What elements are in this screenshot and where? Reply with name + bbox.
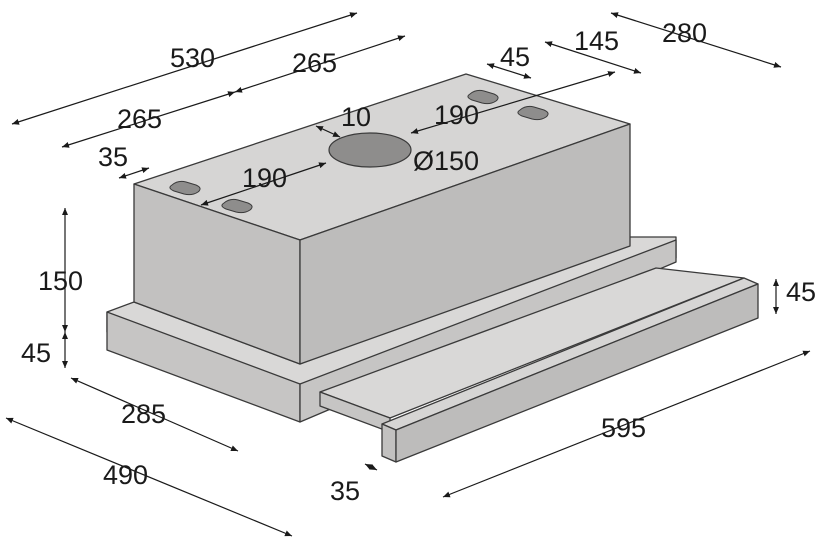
label-265-right: 265 bbox=[292, 48, 337, 78]
label-595: 595 bbox=[601, 413, 646, 443]
label-35-drawer: 35 bbox=[330, 476, 360, 506]
dim-line-190-front bbox=[200, 162, 327, 206]
label-45-rear: 45 bbox=[500, 42, 530, 72]
label-35-side: 35 bbox=[98, 142, 128, 172]
mount-slot-front-left bbox=[169, 180, 201, 196]
dim-line-280 bbox=[610, 12, 782, 68]
outlet-hole bbox=[328, 132, 412, 168]
dim-line-35-drawer bbox=[364, 463, 378, 471]
label-outlet-diameter: Ø150 bbox=[413, 146, 479, 176]
label-190-front: 190 bbox=[242, 163, 287, 193]
label-45-drawer: 45 bbox=[786, 277, 816, 307]
dim-line-490 bbox=[5, 417, 293, 537]
label-530: 530 bbox=[170, 43, 215, 73]
label-10: 10 bbox=[341, 102, 371, 132]
dim-line-265-right bbox=[234, 35, 406, 93]
label-190-rear: 190 bbox=[434, 100, 479, 130]
dim-line-595 bbox=[442, 350, 811, 498]
label-280: 280 bbox=[662, 18, 707, 48]
label-265-left: 265 bbox=[117, 104, 162, 134]
dim-line-10 bbox=[315, 125, 341, 138]
label-150: 150 bbox=[38, 266, 83, 296]
dim-line-190-rear bbox=[410, 71, 616, 134]
label-45-base: 45 bbox=[21, 338, 51, 368]
drawer-front-face bbox=[381, 423, 397, 463]
dim-line-265-left bbox=[61, 91, 236, 148]
dim-line-35-side bbox=[118, 167, 150, 179]
label-285: 285 bbox=[121, 399, 166, 429]
label-490: 490 bbox=[103, 460, 148, 490]
label-145: 145 bbox=[574, 26, 619, 56]
dim-line-145 bbox=[544, 41, 642, 74]
body-right-face bbox=[299, 123, 631, 365]
